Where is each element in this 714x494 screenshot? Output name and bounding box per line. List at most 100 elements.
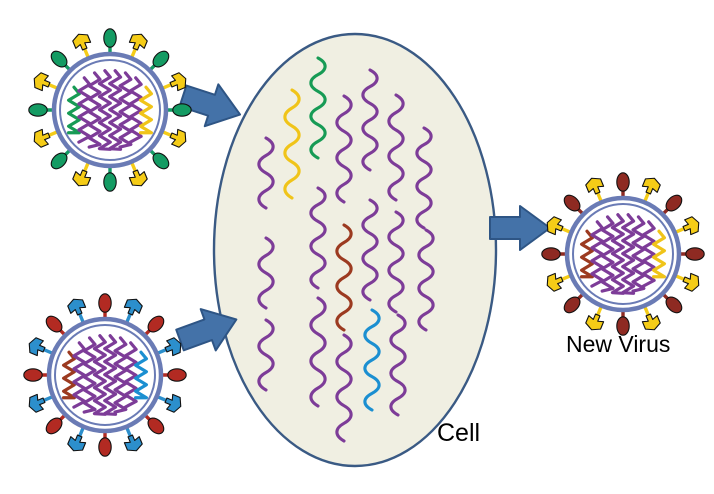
- spike-head-mushroom: [33, 72, 51, 92]
- spike-head-teardrop: [152, 152, 170, 170]
- genome-strand: [113, 336, 128, 414]
- genome-strand: [108, 69, 123, 151]
- arrow-shape: [489, 205, 551, 251]
- spike-head-teardrop: [167, 368, 187, 382]
- virus-spike: [675, 247, 705, 261]
- spike-head-teardrop: [665, 194, 683, 212]
- spike-head-mushroom: [164, 337, 182, 357]
- spike-head-mushroom: [67, 298, 87, 316]
- rna-strand: [309, 56, 327, 160]
- spike-head-teardrop: [103, 28, 117, 48]
- rna-strand: [257, 136, 275, 210]
- virus-genome: [67, 69, 153, 151]
- spike-head-mushroom: [682, 216, 700, 236]
- genome-strand: [631, 215, 646, 293]
- genome-strand: [610, 213, 625, 295]
- genome-strand: [641, 220, 656, 288]
- rna-strand: [309, 186, 327, 290]
- spike-head-teardrop: [563, 296, 581, 314]
- spike-head-mushroom: [128, 33, 148, 51]
- spike-head-teardrop: [172, 103, 192, 117]
- spike-head-mushroom: [164, 393, 182, 413]
- genome-strand: [134, 350, 148, 400]
- genome-strand: [652, 229, 666, 279]
- rna-strand: [387, 210, 405, 314]
- spike-head-teardrop: [45, 417, 63, 435]
- spike-head-teardrop: [147, 417, 165, 435]
- spike-head-mushroom: [641, 313, 661, 331]
- spike-head-mushroom: [682, 272, 700, 292]
- spike-head-mushroom: [169, 72, 187, 92]
- virus-spike: [546, 216, 575, 236]
- genome-strand: [87, 71, 102, 149]
- spike-head-teardrop: [28, 103, 48, 117]
- virus-spike: [23, 368, 53, 382]
- rna-strand: [361, 68, 379, 172]
- spike-head-teardrop: [45, 315, 63, 333]
- virus-spike: [50, 50, 74, 74]
- spike-head-teardrop: [152, 50, 170, 68]
- arrow-cell-to-new-virus: [489, 205, 551, 251]
- spike-head-teardrop: [103, 172, 117, 192]
- genome-strand: [621, 213, 636, 295]
- host-cell: [212, 32, 498, 468]
- genome-strand: [103, 334, 118, 416]
- genome-strand: [82, 336, 97, 414]
- rna-strand: [335, 333, 353, 443]
- spike-head-mushroom: [72, 33, 92, 51]
- rna-strand: [415, 126, 433, 230]
- rna-strand: [361, 198, 379, 302]
- spike-head-teardrop: [23, 368, 43, 382]
- virus-particle-virus-b: [23, 293, 187, 457]
- virus-particle-virus-new: [541, 172, 705, 336]
- spike-head-mushroom: [123, 434, 143, 452]
- spike-head-mushroom: [67, 434, 87, 452]
- spike-head-teardrop: [147, 315, 165, 333]
- rna-strand: [389, 313, 407, 417]
- rna-strand: [335, 94, 353, 204]
- spike-head-teardrop: [685, 247, 705, 261]
- rna-strand: [387, 93, 405, 202]
- spike-head-teardrop: [541, 247, 561, 261]
- arrow-shape: [175, 308, 238, 352]
- spike-head-mushroom: [128, 169, 148, 187]
- genome-strand: [139, 85, 153, 135]
- genome-strand: [128, 76, 143, 144]
- spike-head-teardrop: [98, 293, 112, 313]
- spike-head-teardrop: [616, 316, 630, 336]
- genome-strand: [92, 334, 107, 416]
- spike-head-teardrop: [98, 437, 112, 457]
- spike-head-teardrop: [563, 194, 581, 212]
- spike-head-mushroom: [28, 337, 46, 357]
- spike-head-mushroom: [28, 393, 46, 413]
- spike-head-mushroom: [72, 169, 92, 187]
- spike-head-teardrop: [50, 152, 68, 170]
- spike-head-mushroom: [169, 128, 187, 148]
- virus-genome: [62, 334, 148, 416]
- spike-head-mushroom: [123, 298, 143, 316]
- spike-head-mushroom: [585, 313, 605, 331]
- rna-strand: [335, 223, 353, 332]
- arrow-virus-b-to-cell: [175, 308, 238, 352]
- spike-head-mushroom: [546, 216, 564, 236]
- genome-strand: [118, 71, 133, 149]
- spike-head-mushroom: [585, 177, 605, 195]
- spike-head-mushroom: [546, 272, 564, 292]
- cell-rna-segments: [257, 56, 435, 443]
- virus-spike: [158, 72, 187, 92]
- genome-strand: [123, 341, 138, 409]
- spike-head-teardrop: [616, 172, 630, 192]
- spike-head-teardrop: [665, 296, 683, 314]
- virus-genome: [580, 213, 666, 295]
- rna-strand: [257, 318, 275, 392]
- genome-strand: [62, 350, 76, 400]
- cell-label: Cell: [437, 419, 481, 447]
- rna-strand: [309, 296, 327, 408]
- genome-strand: [580, 229, 594, 279]
- rna-strand: [257, 236, 275, 310]
- genome-strand: [97, 69, 112, 151]
- cell-membrane: [212, 32, 498, 468]
- spike-head-teardrop: [50, 50, 68, 68]
